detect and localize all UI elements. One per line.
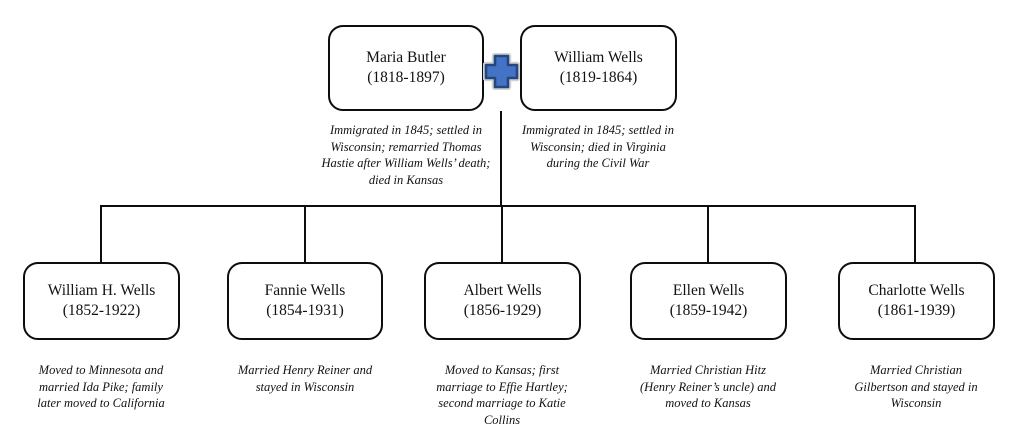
person-years: (1856-1929) (463, 302, 542, 319)
child-note-fannie-wells: Married Henry Reiner and stayed in Wisco… (237, 363, 373, 394)
child-box-charlotte-wells: Charlotte Wells (1861-1939) (838, 262, 995, 340)
person-name: William Wells (554, 49, 643, 67)
tree-drop-line (304, 206, 306, 263)
child-box-fannie-wells: Fannie Wells (1854-1931) (227, 262, 383, 340)
tree-drop-line (707, 206, 709, 263)
tree-drop-line (914, 206, 916, 263)
person-name: William H. Wells (47, 282, 156, 300)
tree-crossbar-line (100, 205, 916, 207)
child-note-albert-wells: Moved to Kansas; first marriage to Effie… (436, 363, 568, 427)
child-box-william-h-wells: William H. Wells (1852-1922) (23, 262, 180, 340)
tree-drop-line (100, 206, 102, 263)
person-years: (1854-1931) (266, 302, 344, 319)
person-years: (1859-1942) (669, 302, 748, 319)
plus-icon (482, 52, 521, 91)
tree-drop-line (501, 206, 503, 263)
parent-note-maria-butler: Immigrated in 1845; settled in Wisconsin… (321, 123, 491, 187)
tree-stem-line (500, 111, 502, 206)
child-box-albert-wells: Albert Wells (1856-1929) (424, 262, 581, 340)
child-box-ellen-wells: Ellen Wells (1859-1942) (630, 262, 787, 340)
person-name: Fannie Wells (264, 282, 346, 300)
person-years: (1818-1897) (367, 69, 445, 86)
person-years: (1852-1922) (62, 302, 141, 319)
child-note-william-h-wells: Moved to Minnesota and married Ida Pike;… (37, 363, 165, 410)
child-note-charlotte-wells: Married Christian Gilbertson and stayed … (854, 363, 978, 410)
child-note-ellen-wells: Married Christian Hitz (Henry Reiner’s u… (640, 363, 776, 410)
person-name: Maria Butler (366, 49, 446, 67)
parent-box-william-wells: William Wells (1819-1864) (520, 25, 677, 111)
person-years: (1819-1864) (559, 69, 638, 86)
person-years: (1861-1939) (877, 302, 956, 319)
person-name: Ellen Wells (672, 282, 745, 300)
person-name: Charlotte Wells (868, 282, 965, 300)
parent-note-william-wells: Immigrated in 1845; settled in Wisconsin… (521, 123, 675, 170)
person-name: Albert Wells (463, 282, 542, 300)
parent-box-maria-butler: Maria Butler (1818-1897) (328, 25, 484, 111)
